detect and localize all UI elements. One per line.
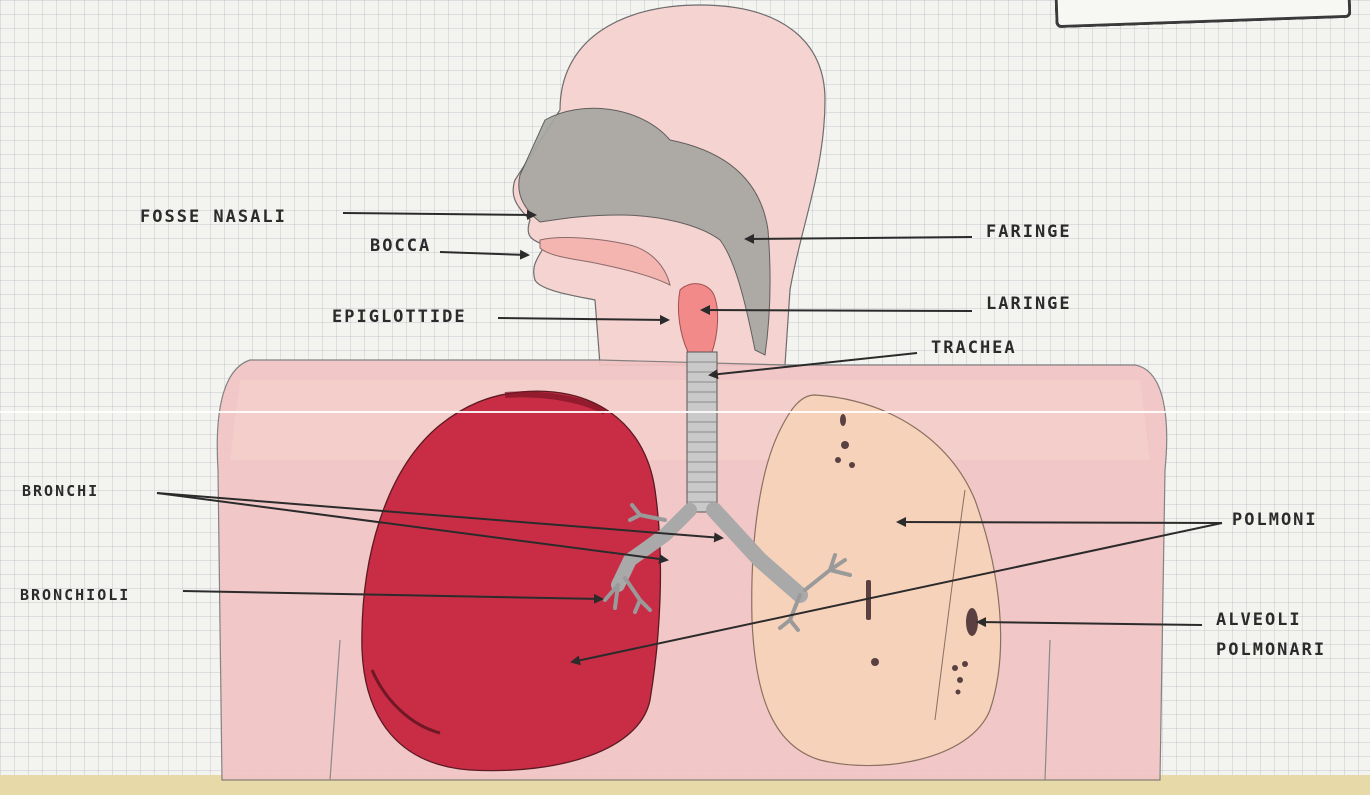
label-bocca: BOCCA <box>370 236 431 256</box>
label-polmoni: POLMONI <box>1232 510 1318 530</box>
label-alveoli-line1: ALVEOLI <box>1216 610 1302 630</box>
label-bronchioli: BRONCHIOLI <box>20 585 130 605</box>
label-laringe: LARINGE <box>986 294 1072 314</box>
leader-fosse-nasali <box>343 213 535 215</box>
label-trachea: TRACHEA <box>931 338 1017 358</box>
label-alveoli-line2: POLMONARI <box>1216 640 1326 660</box>
leader-laringe <box>702 310 972 311</box>
leader-bocca <box>440 252 528 255</box>
paper-fold-line <box>0 411 1370 413</box>
leader-polmoni-a <box>898 522 1222 523</box>
label-fosse-nasali: FOSSE NASALI <box>140 207 287 227</box>
larynx-shape <box>678 284 717 352</box>
label-epiglottide: EPIGLOTTIDE <box>332 307 467 327</box>
label-faringe: FARINGE <box>986 222 1072 242</box>
label-bronchi: BRONCHI <box>22 481 99 501</box>
